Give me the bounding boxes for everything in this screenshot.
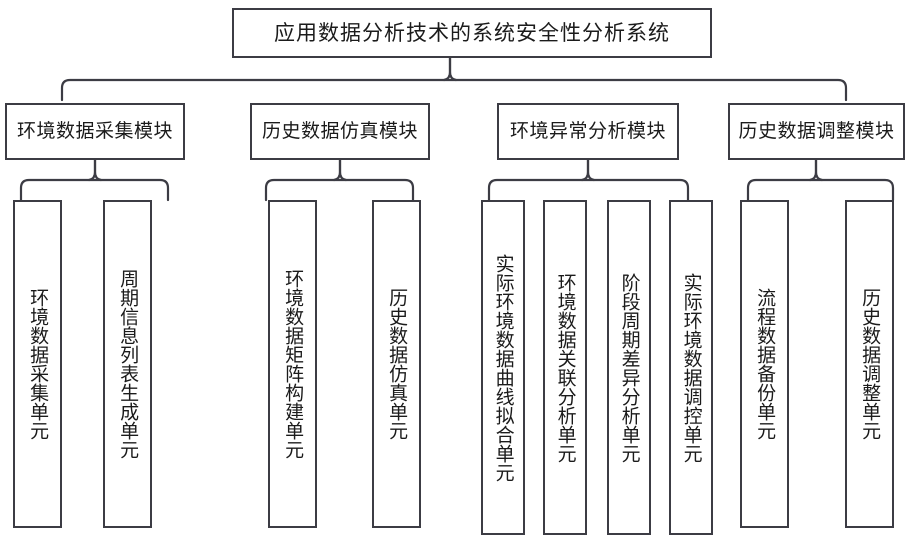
module-3-stub-right — [586, 158, 596, 182]
unit-node-4-1-label: 流程数据备份单元 — [754, 288, 777, 440]
unit-node-2-1[interactable]: 环境数据矩阵构建单元 — [268, 200, 317, 528]
module-4-stub-right — [814, 158, 824, 182]
unit-node-3-2-label: 环境数据关联分析单元 — [554, 272, 577, 463]
module-node-4-label: 历史数据调整模块 — [738, 120, 895, 143]
unit-node-3-4-label: 实际环境数据调控单元 — [680, 272, 703, 463]
module-4-bus — [746, 178, 895, 202]
root-node-label: 应用数据分析技术的系统安全性分析系统 — [274, 20, 670, 45]
module-1-stub-left — [87, 158, 97, 182]
unit-node-2-1-label: 环境数据矩阵构建单元 — [282, 269, 305, 459]
module-node-1[interactable]: 环境数据采集模块 — [5, 103, 185, 160]
unit-node-1-2-label: 周期信息列表生成单元 — [117, 269, 140, 459]
module-1-stub-right — [93, 158, 103, 182]
unit-node-2-2-label: 历史数据仿真单元 — [386, 288, 409, 440]
unit-node-1-1-label: 环境数据采集单元 — [27, 288, 50, 440]
unit-node-3-1-label: 实际环境数据曲线拟合单元 — [492, 253, 515, 482]
module-2-bus — [264, 178, 415, 202]
module-1-bus — [19, 178, 170, 202]
module-node-4[interactable]: 历史数据调整模块 — [728, 103, 905, 160]
module-node-1-label: 环境数据采集模块 — [16, 120, 173, 143]
main-bus — [60, 78, 848, 102]
module-3-bus — [487, 178, 690, 202]
unit-node-3-4[interactable]: 实际环境数据调控单元 — [669, 200, 713, 535]
module-node-2-label: 历史数据仿真模块 — [261, 120, 418, 143]
unit-node-3-3-label: 阶段周期差异分析单元 — [618, 272, 641, 463]
unit-node-4-1[interactable]: 流程数据备份单元 — [740, 200, 789, 528]
root-node-system[interactable]: 应用数据分析技术的系统安全性分析系统 — [232, 8, 712, 58]
root-stub-right — [448, 56, 458, 82]
unit-node-4-2-label: 历史数据调整单元 — [859, 288, 882, 440]
module-node-3-label: 环境异常分析模块 — [509, 120, 666, 143]
module-4-stub-left — [808, 158, 818, 182]
module-3-stub-left — [580, 158, 590, 182]
unit-node-4-2[interactable]: 历史数据调整单元 — [845, 200, 894, 528]
module-2-stub-right — [338, 158, 348, 182]
unit-node-2-2[interactable]: 历史数据仿真单元 — [372, 200, 421, 528]
module-2-stub-left — [332, 158, 342, 182]
unit-node-3-3[interactable]: 阶段周期差异分析单元 — [607, 200, 651, 535]
unit-node-1-1[interactable]: 环境数据采集单元 — [13, 200, 62, 528]
module-node-3[interactable]: 环境异常分析模块 — [497, 103, 679, 160]
root-stub-left — [442, 56, 452, 82]
module-node-2[interactable]: 历史数据仿真模块 — [250, 103, 430, 160]
unit-node-3-1[interactable]: 实际环境数据曲线拟合单元 — [481, 200, 525, 535]
unit-node-3-2[interactable]: 环境数据关联分析单元 — [543, 200, 587, 535]
unit-node-1-2[interactable]: 周期信息列表生成单元 — [103, 200, 152, 528]
